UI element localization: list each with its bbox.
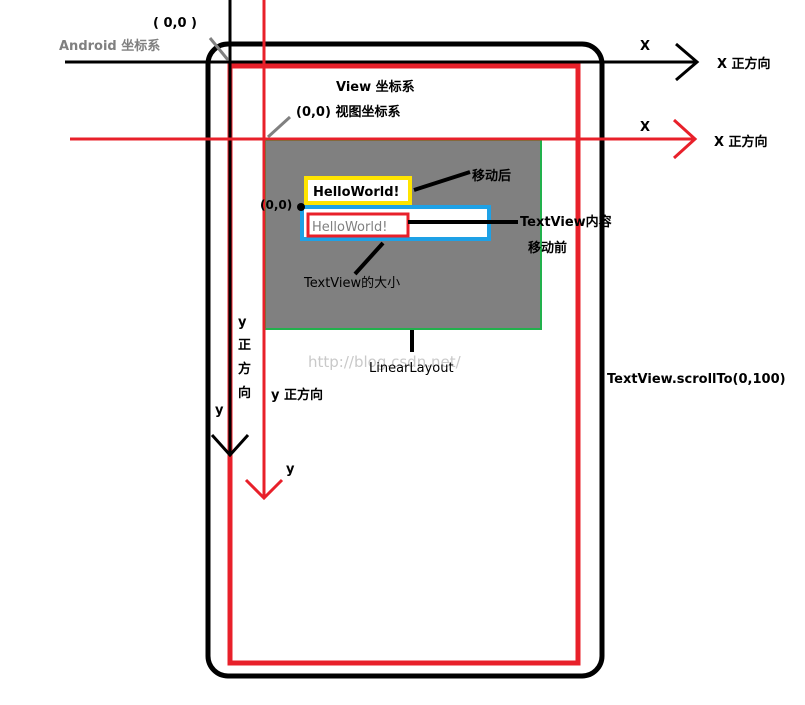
- textview-size-leader: [353, 241, 385, 276]
- view-x-dir-label: X 正方向: [714, 134, 768, 150]
- android-y-char-1: y: [238, 315, 247, 330]
- android-x-dir-label: X 正方向: [717, 56, 771, 72]
- hello-after-box: [304, 176, 412, 205]
- moved-after-label: 移动后: [472, 168, 511, 184]
- view-y-dir-label: y 正方向: [271, 387, 323, 403]
- view-origin-label: (0,0) 视图坐标系: [296, 104, 400, 120]
- watermark-text: http://blog.csdn.net/: [308, 353, 462, 371]
- android-y-char-4: 向: [238, 385, 251, 401]
- view-x-arrowhead: [672, 118, 698, 160]
- android-x-label: X: [640, 39, 650, 54]
- textview-size-label: TextView的大小: [303, 275, 400, 291]
- view-origin-pointer: [266, 115, 292, 139]
- android-origin-pointer: [208, 37, 230, 61]
- android-x-arrowhead: [675, 42, 700, 82]
- view-y-label: y: [286, 462, 295, 477]
- textview-origin-dot: [297, 203, 305, 211]
- android-system-label: Android 坐标系: [59, 38, 160, 54]
- android-y-label: y: [215, 403, 224, 418]
- view-y-arrowhead: [244, 478, 284, 501]
- moved-before-label: 移动前: [528, 240, 567, 256]
- textview-origin-label: (0,0): [260, 198, 292, 212]
- phone-frame: [205, 41, 605, 679]
- textview-content-label: TextView内容: [520, 214, 612, 230]
- android-y-char-3: 方: [238, 361, 251, 377]
- hello-after-text: HelloWorld!: [313, 185, 399, 200]
- moved-after-leader: [413, 170, 471, 192]
- android-y-arrowhead: [210, 433, 250, 458]
- linear-layout-label: LinearLayout: [369, 361, 454, 376]
- hello-before-box: [306, 212, 410, 238]
- android-y-char-2: 正: [238, 338, 251, 353]
- hello-before-text: HelloWorld!: [312, 220, 387, 235]
- view-system-label: View 坐标系: [336, 79, 415, 95]
- view-x-label: X: [640, 120, 650, 135]
- scroll-to-label: TextView.scrollTo(0,100): [607, 372, 786, 387]
- android-origin-label: ( 0,0 ): [153, 16, 197, 31]
